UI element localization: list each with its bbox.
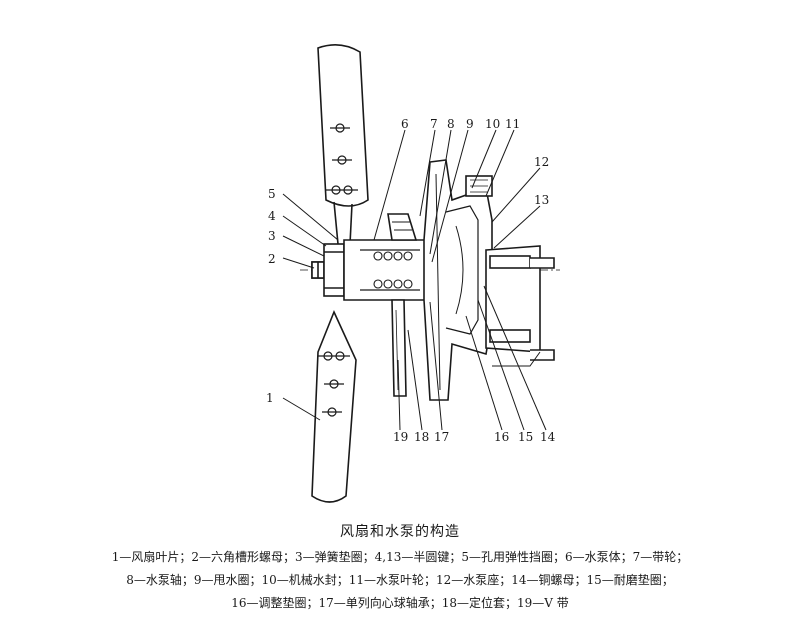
label-17: 17 [434, 430, 449, 444]
label-18: 18 [414, 430, 429, 444]
label-15: 15 [518, 430, 533, 444]
legend-line-2: 8—水泵轴；9—甩水圈；10—机械水封；11—水泵叶轮；12—水泵座；14—铜螺… [126, 573, 674, 587]
label-14: 14 [540, 430, 556, 444]
lower-fan-blade [311, 309, 357, 503]
label-11: 11 [505, 117, 520, 131]
label-6: 6 [401, 117, 409, 131]
hex-nut [311, 261, 325, 279]
label-5: 5 [268, 187, 276, 201]
label-19: 19 [393, 430, 408, 444]
label-13: 13 [534, 193, 549, 207]
label-2: 2 [268, 252, 276, 266]
legend-line-3: 16—调整垫圈；17—单列向心球轴承；18—定位套；19—V 带 [231, 596, 569, 610]
v-belt [391, 299, 407, 397]
leader-lines [282, 129, 547, 431]
impeller-housing [423, 159, 493, 401]
mounting-stud-bottom [530, 349, 555, 361]
v-belt-pulley [387, 213, 418, 241]
label-8: 8 [447, 117, 455, 131]
label-10: 10 [485, 117, 500, 131]
lower-blade-rivets [318, 351, 350, 417]
legend-line-1: 1—风扇叶片；2—六角槽形螺母；3—弹簧垫圈；4,13—半圆键；5—孔用弹性挡圈… [111, 550, 689, 564]
mounting-stud-top [530, 257, 555, 269]
label-7: 7 [430, 117, 438, 131]
fan-water-pump-diagram: 1 2 3 4 5 6 7 8 9 10 11 12 13 14 15 16 1… [266, 44, 560, 503]
label-3: 3 [268, 229, 276, 243]
part-number-labels: 1 2 3 4 5 6 7 8 9 10 11 12 13 14 15 16 1… [266, 117, 556, 444]
label-16: 16 [494, 430, 509, 444]
label-12: 12 [534, 155, 549, 169]
bearings [373, 251, 413, 289]
label-4: 4 [268, 209, 276, 223]
diagram-title: 风扇和水泵的构造 [340, 524, 460, 540]
label-9: 9 [466, 117, 474, 131]
label-1: 1 [266, 391, 274, 405]
upper-blade-rivets [326, 123, 358, 195]
